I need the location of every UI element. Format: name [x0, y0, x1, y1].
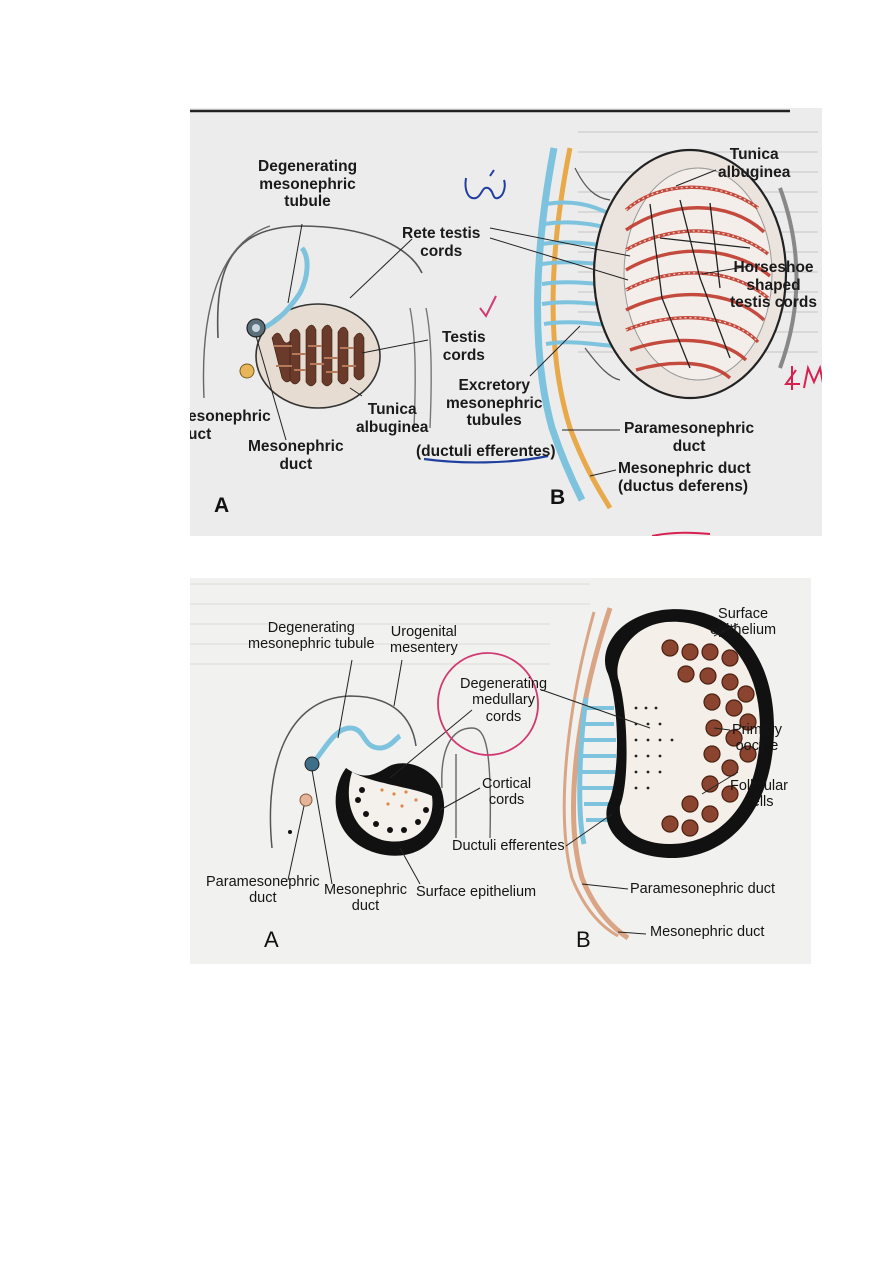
handwritten-4m [784, 364, 822, 390]
label-ductuli-efferentes-b: Ductuli efferentes [452, 838, 565, 854]
label-letter-b-bottom: B [576, 927, 591, 952]
underline-ductuli [423, 454, 549, 464]
handwritten-note-arabic [464, 169, 506, 200]
label-surface-epithelium-b: Surface epithelium [710, 606, 777, 639]
paramesonephric-duct-b-a [299, 793, 313, 807]
cortical-cords-a [355, 787, 429, 833]
label-follicular-cells: Follicular cells [730, 778, 789, 811]
label-paramesonephric-a: Paramesonephric duct [206, 874, 320, 907]
label-tunica-a: Tunica albuginea [356, 401, 429, 436]
label-primary-oocyte: Primary oocyte [732, 722, 782, 755]
label-letter-a-top: A [214, 494, 230, 517]
label-surface-epithelium-a: Surface epithelium [416, 884, 537, 900]
medullary-cords-b [634, 706, 674, 790]
label-mesonephric-duct-a: Mesonephric duct [248, 438, 344, 473]
label-tunica-b: Tunica albuginea [718, 146, 791, 181]
ovary-development-figure: Degenerating mesonephric tubule Urogenit… [190, 578, 811, 964]
label-testis-cords: Testis cords [442, 329, 486, 364]
label-horseshoe-cords: Horseshoe shaped testis cords [730, 259, 818, 311]
label-urogenital-mesentery: Urogenital mesentery [390, 624, 458, 657]
circled-annotation [437, 652, 539, 756]
check-mark [479, 295, 497, 318]
paramesonephric-duct-a [239, 363, 255, 379]
label-mesonephric-b: Mesonephric duct (ductus deferens) [618, 460, 751, 495]
label-paramesonephric-b: Paramesonephric duct [624, 420, 755, 455]
testis-drawing [190, 109, 822, 536]
testis-development-figure: Degenerating mesonephric tubule Rete tes… [190, 108, 822, 536]
degenerating-tubule-b-a [310, 725, 402, 766]
paramesonephric-duct-b [534, 147, 586, 502]
mesonephric-duct-b-b [571, 607, 630, 941]
label-mesonephric-fragment: esonephric uct [190, 408, 271, 443]
label-paramesonephric-b: Paramesonephric duct [630, 881, 776, 897]
label-letter-b-top: B [550, 486, 566, 509]
label-letter-a-bottom: A [264, 927, 279, 952]
label-ductuli-efferentes-a: (ductuli efferentes) [416, 443, 556, 460]
label-degenerating-tubule-b: Degenerating mesonephric tubule [248, 620, 375, 653]
degenerating-tubule-a [258, 246, 310, 333]
oocytes-b [661, 639, 757, 837]
label-rete-testis: Rete testis cords [402, 225, 481, 260]
label-degenerating-tubule-a: Degenerating mesonephric tubule [258, 158, 358, 210]
label-cortical-cords: Cortical cords [482, 776, 532, 809]
label-mesonephric-b: Mesonephric duct [650, 924, 765, 940]
label-mesonephric-a: Mesonephric duct [324, 882, 408, 915]
mesonephric-duct-b-a [304, 756, 320, 772]
ovary-drawing [190, 583, 774, 941]
label-medullary-cords: Degenerating medullary cords [460, 676, 548, 725]
label-excretory-tubules: Excretory mesonephric tubules [446, 377, 543, 429]
